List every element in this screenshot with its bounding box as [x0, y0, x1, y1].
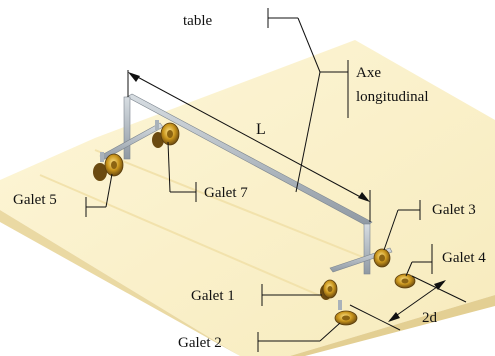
galet-3-leader [383, 209, 399, 251]
length-arrowhead-right [358, 192, 370, 202]
axe-leader [295, 71, 321, 193]
table-front-edge [0, 210, 240, 356]
wheel-galet-5 [93, 153, 124, 181]
spacing-arrowhead-2 [434, 280, 446, 290]
wheel-galet-3 [373, 248, 391, 268]
length-dimension-line [131, 73, 367, 201]
wheel-galet-1 [320, 279, 338, 300]
track-line-1 [39, 174, 331, 301]
left-axle-stub-1 [100, 152, 104, 162]
track-line-2 [94, 149, 371, 261]
table-slab [0, 40, 495, 356]
length-dimension [127, 70, 371, 222]
spacing-dimension-line [389, 281, 445, 321]
label-galet-5: Galet 5 [13, 192, 57, 208]
wheel-galet-7 [152, 122, 180, 148]
length-arrowhead-left [128, 72, 140, 82]
label-galet-1: Galet 1 [191, 288, 235, 304]
label-galet-4: Galet 4 [442, 250, 486, 266]
wheel-galet-2 [334, 310, 358, 326]
table-top-surface [0, 40, 495, 356]
spacing-extension-2 [411, 275, 467, 303]
table-right-edge [290, 295, 495, 356]
galet-7-leader [167, 141, 171, 193]
right-post [363, 223, 371, 275]
leader-lines [85, 8, 433, 352]
spacing-dimension [349, 275, 467, 331]
label-axe-line1: Axe [356, 65, 381, 81]
label-spacing: 2d [422, 310, 438, 326]
label-length: L [256, 121, 266, 138]
wheels [93, 122, 416, 326]
galet-2-leader [319, 322, 341, 342]
table-leader [297, 17, 321, 73]
label-table: table [183, 13, 212, 29]
galet-5-leader [105, 173, 113, 208]
label-galet-3: Galet 3 [432, 202, 476, 218]
spacing-extension-1 [349, 304, 401, 331]
longitudinal-bar [126, 93, 373, 227]
label-axe-line2: longitudinal [356, 89, 429, 105]
wheel-galet-4 [394, 273, 416, 289]
left-axle-stub-2 [155, 120, 159, 130]
labels: table Axe longitudinal L Galet 5 Galet 7… [13, 13, 486, 351]
label-galet-7: Galet 7 [204, 185, 248, 201]
label-galet-2: Galet 2 [178, 335, 222, 351]
spacing-arrowhead-1 [388, 312, 400, 322]
left-post [123, 96, 131, 160]
right-axle-stub [338, 300, 342, 310]
galet-4-leader [405, 261, 413, 277]
